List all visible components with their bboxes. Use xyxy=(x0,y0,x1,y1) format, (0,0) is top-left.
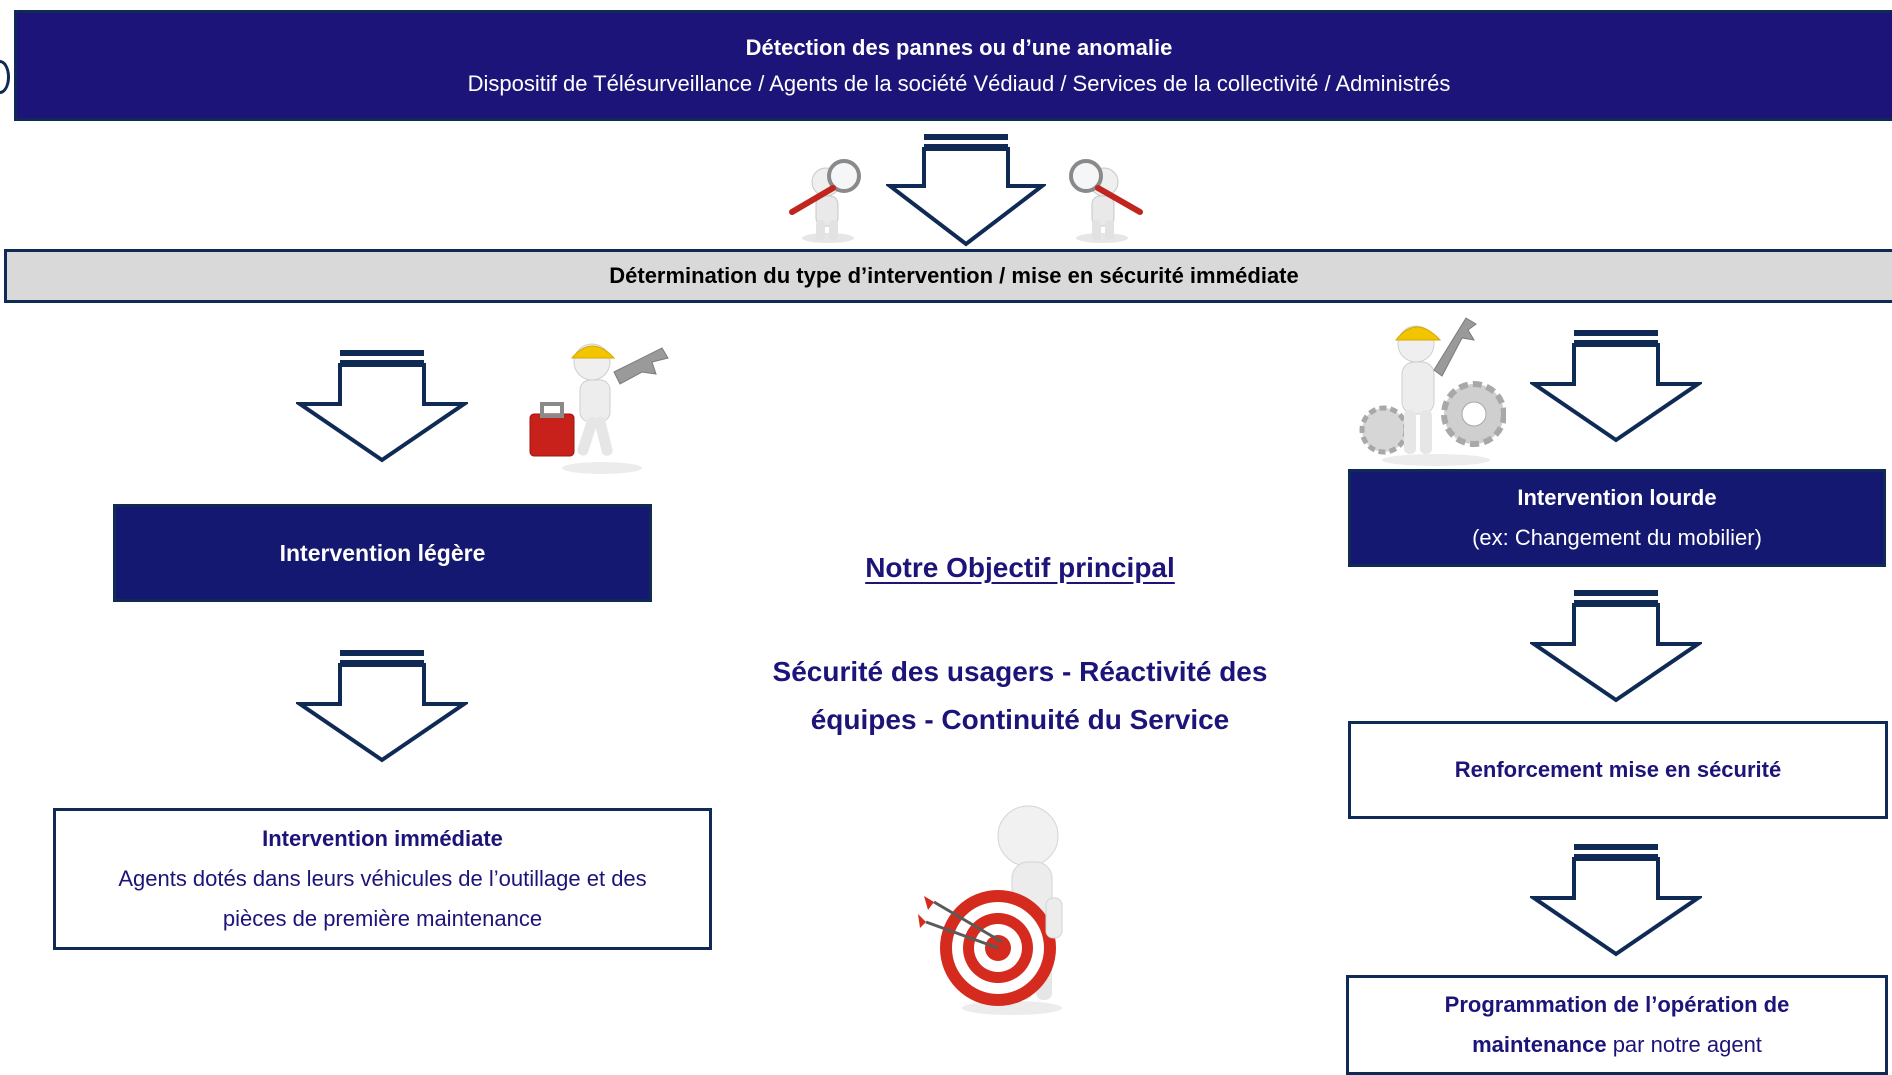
light-intervention-label: Intervention légère xyxy=(279,539,486,566)
down-arrow-icon xyxy=(1530,844,1702,957)
immediate-title: Intervention immédiate xyxy=(262,826,503,851)
worker-toolbox-icon xyxy=(529,343,669,474)
objective-line1: Sécurité des usagers - Réactivité des xyxy=(772,656,1268,687)
heavy-intervention-example: (ex: Changement du mobilier) xyxy=(1472,525,1762,550)
detection-title: Détection des pannes ou d’une anomalie xyxy=(745,34,1173,60)
down-arrow-icon xyxy=(296,350,468,463)
light-intervention-box: Intervention légère xyxy=(113,504,652,602)
down-arrow-icon xyxy=(1530,590,1702,703)
programming-line1: Programmation de l’opération de xyxy=(1444,992,1790,1017)
heavy-intervention-box: Intervention lourde (ex: Changement du m… xyxy=(1348,469,1886,567)
objective-line2: équipes - Continuité du Service xyxy=(810,704,1230,735)
determination-label: Détermination du type d’intervention / m… xyxy=(609,263,1299,288)
magnifier-figure-icon xyxy=(789,159,861,243)
immediate-intervention-box: Intervention immédiate Agents dotés dans… xyxy=(53,808,712,950)
detection-box: Détection des pannes ou d’une anomalie D… xyxy=(14,10,1892,121)
detection-sources: Dispositif de Télésurveillance / Agents … xyxy=(467,70,1451,96)
edge-mark xyxy=(0,60,10,94)
programming-line2: maintenance par notre agent xyxy=(1472,1025,1762,1065)
programming-box: Programmation de l’opération de maintena… xyxy=(1346,975,1888,1075)
target-figure-icon xyxy=(918,805,1063,1015)
objective-heading: Notre Objectif principal xyxy=(865,552,1175,583)
determination-bar: Détermination du type d’intervention / m… xyxy=(4,249,1892,303)
down-arrow-icon xyxy=(296,650,468,763)
heavy-intervention-title: Intervention lourde xyxy=(1517,485,1717,510)
down-arrow-icon xyxy=(886,134,1046,247)
down-arrow-icon xyxy=(1530,330,1702,443)
programming-rest: par notre agent xyxy=(1606,1032,1762,1057)
worker-gear-icon xyxy=(1359,317,1506,466)
reinforcement-box: Renforcement mise en sécurité xyxy=(1348,721,1888,819)
immediate-desc-line1: Agents dotés dans leurs véhicules de l’o… xyxy=(118,866,647,891)
programming-bold: maintenance xyxy=(1472,1032,1607,1057)
immediate-desc-line2: pièces de première maintenance xyxy=(222,906,543,931)
magnifier-figure-icon xyxy=(1069,159,1143,243)
reinforcement-label: Renforcement mise en sécurité xyxy=(1454,757,1782,782)
